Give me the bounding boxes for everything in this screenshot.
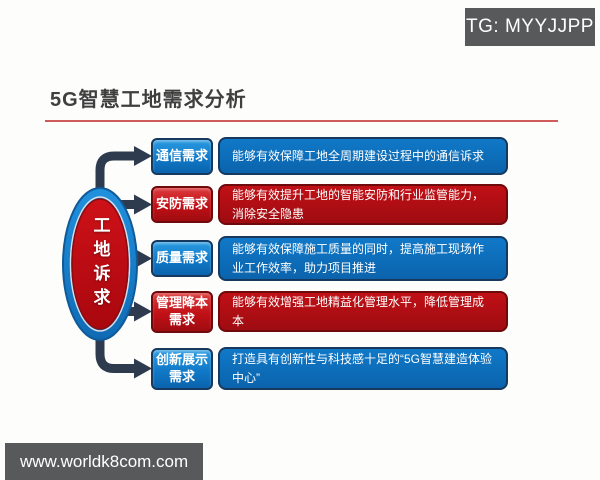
- arrow-bottom: [95, 330, 135, 373]
- title-underline: [45, 120, 558, 122]
- demand-description: 能够有效增强工地精益化管理水平，降低管理成本: [218, 291, 508, 332]
- demand-description-text: 能够有效保障施工质量的同时，提高施工现场作业工作效率，助力项目推进: [232, 241, 485, 275]
- demand-row-quality: 质量需求 能够有效保障施工质量的同时，提高施工现场作业工作效率，助力项目推进: [151, 236, 508, 281]
- demand-description-text: 打造具有创新性与科技感十足的“5G智慧建造体验中心”: [232, 351, 493, 385]
- arrow-row3-head: [134, 248, 152, 269]
- demand-description-text: 能够有效保障工地全周期建设过程中的通信诉求: [232, 148, 485, 163]
- telegram-badge: TG: MYYJJPP: [465, 8, 595, 46]
- arrow-top: [95, 151, 135, 200]
- arrow-top-head: [134, 146, 152, 166]
- demand-description: 打造具有创新性与科技感十足的“5G智慧建造体验中心”: [218, 347, 508, 390]
- demand-row-security: 安防需求 能够有效提升工地的智能安防和行业监管能力，消除安全隐患: [151, 184, 508, 225]
- page-title: 5G智慧工地需求分析: [50, 89, 247, 111]
- arrow-row2-head: [134, 194, 152, 215]
- demand-label: 创新展示需求: [151, 347, 213, 390]
- demand-label: 管理降本需求: [151, 290, 213, 333]
- demand-label: 质量需求: [151, 240, 213, 277]
- demand-row-communication: 通信需求 能够有效保障工地全周期建设过程中的通信诉求: [151, 137, 508, 175]
- demand-row-management-cost: 管理降本需求 能够有效增强工地精益化管理水平，降低管理成本: [151, 290, 508, 333]
- watermark-bar: www.worldk8com.com: [5, 443, 203, 480]
- demand-label: 安防需求: [151, 186, 213, 223]
- demand-description-text: 能够有效增强工地精益化管理水平，降低管理成本: [232, 294, 485, 328]
- demand-description: 能够有效保障施工质量的同时，提高施工现场作业工作效率，助力项目推进: [218, 236, 508, 281]
- hub-label: 工地诉求: [90, 216, 110, 312]
- demand-label: 通信需求: [151, 137, 213, 175]
- telegram-badge-text: TG: MYYJJPP: [466, 16, 594, 37]
- arrow-row4-head: [134, 301, 152, 322]
- demand-description-text: 能够有效提升工地的智能安防和行业监管能力，消除安全隐患: [232, 187, 485, 221]
- demand-row-innovation: 创新展示需求 打造具有创新性与科技感十足的“5G智慧建造体验中心”: [151, 347, 508, 390]
- demand-description: 能够有效提升工地的智能安防和行业监管能力，消除安全隐患: [218, 184, 508, 225]
- watermark-text: www.worldk8com.com: [20, 451, 189, 471]
- demand-description: 能够有效保障工地全周期建设过程中的通信诉求: [218, 137, 508, 175]
- arrow-bottom-head: [134, 358, 152, 379]
